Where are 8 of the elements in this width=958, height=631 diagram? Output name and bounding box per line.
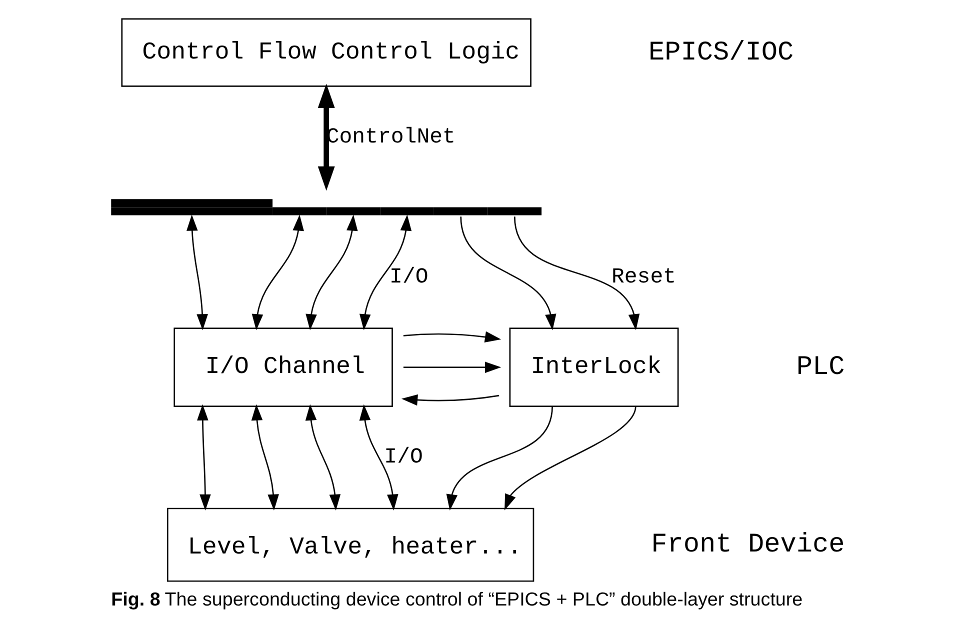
label: Front Device — [651, 530, 845, 561]
label: PLC — [796, 353, 845, 384]
edge-label: I/O — [390, 265, 428, 290]
label: EPICS/IOC — [648, 38, 794, 68]
caption: Fig. 8 The superconducting device control of “EPICS + PLC” double-layer structure — [111, 588, 803, 610]
edge-label: I/O — [384, 446, 423, 470]
edge-label: ControlNet — [326, 125, 456, 150]
edge-label: Reset — [611, 265, 676, 290]
